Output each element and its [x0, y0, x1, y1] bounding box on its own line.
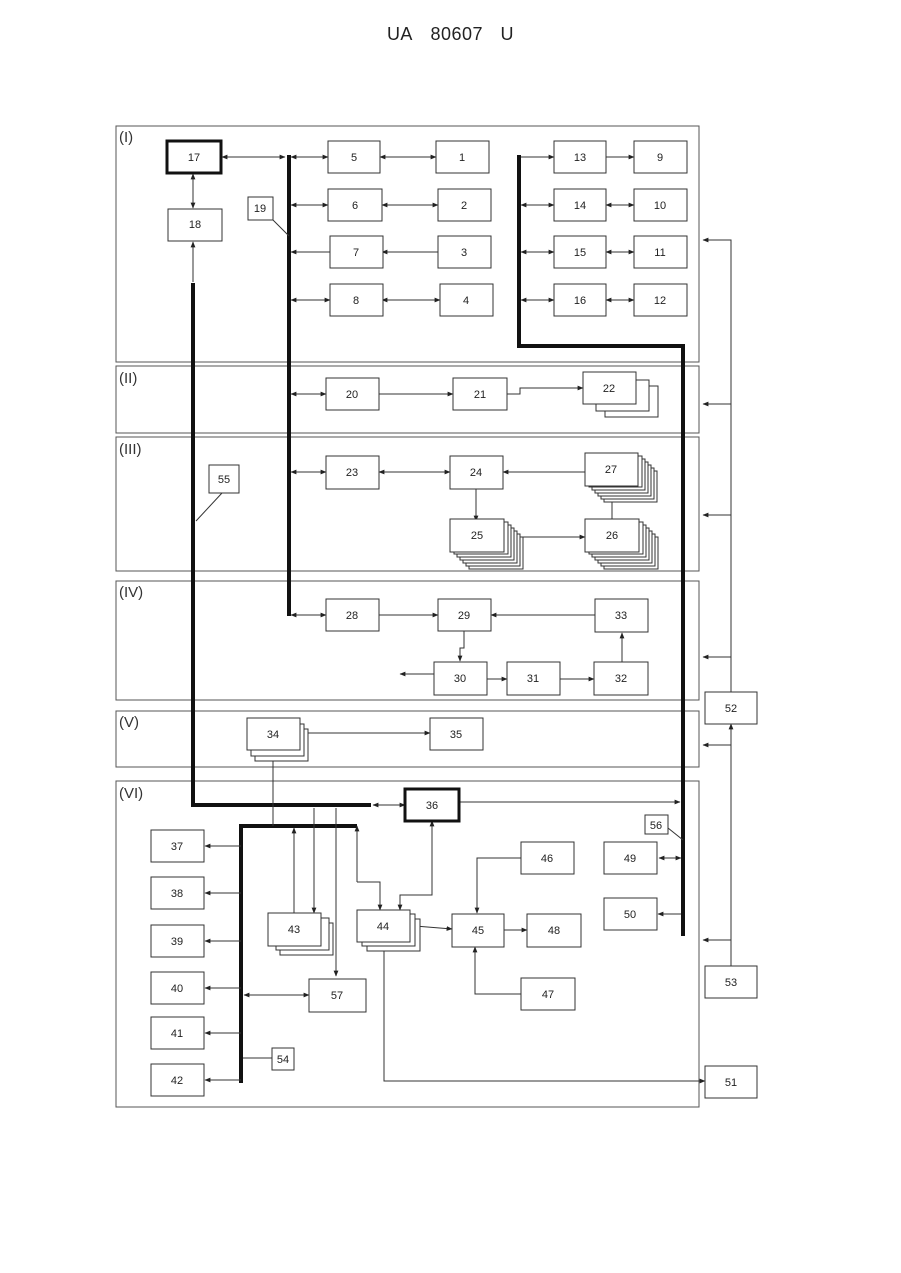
label-31: 31	[527, 673, 539, 685]
label-46: 46	[541, 853, 553, 865]
label-34: 34	[267, 729, 279, 741]
label-19: 19	[254, 203, 266, 215]
label-39: 39	[171, 936, 183, 948]
label-57: 57	[331, 990, 343, 1002]
label-25: 25	[471, 530, 483, 542]
label-29: 29	[458, 610, 470, 622]
label-41: 41	[171, 1028, 183, 1040]
label-2: 2	[461, 200, 467, 212]
label-11: 11	[654, 247, 665, 259]
label-45: 45	[472, 925, 484, 937]
label-32: 32	[615, 673, 627, 685]
label-1: 1	[459, 152, 465, 164]
label-40: 40	[171, 983, 183, 995]
label-23: 23	[346, 467, 358, 479]
label-5: 5	[351, 152, 357, 164]
label-27: 27	[605, 464, 617, 476]
label-51: 51	[725, 1077, 737, 1089]
label-15: 15	[574, 247, 586, 259]
label-18: 18	[189, 219, 201, 231]
label-16: 16	[574, 295, 586, 307]
section-label-1: (I)	[119, 129, 133, 146]
label-35: 35	[450, 729, 462, 741]
label-12: 12	[654, 295, 666, 307]
label-20: 20	[346, 389, 358, 401]
label-50: 50	[624, 909, 636, 921]
label-22: 22	[603, 383, 615, 395]
label-42: 42	[171, 1075, 183, 1087]
label-26: 26	[606, 530, 618, 542]
label-48: 48	[548, 925, 560, 937]
label-52: 52	[725, 703, 737, 715]
label-30: 30	[454, 673, 466, 685]
label-4: 4	[463, 295, 469, 307]
label-47: 47	[542, 989, 554, 1001]
label-44: 44	[377, 921, 389, 933]
section-label-6: (VI)	[119, 785, 143, 802]
section-5-frame	[116, 711, 699, 767]
section-label-5: (V)	[119, 714, 139, 731]
label-8: 8	[353, 295, 359, 307]
label-53: 53	[725, 977, 737, 989]
section-label-3: (III)	[119, 441, 142, 458]
label-9: 9	[657, 152, 663, 164]
label-56: 56	[650, 820, 662, 832]
label-10: 10	[654, 200, 666, 212]
label-7: 7	[353, 247, 359, 259]
label-21: 21	[474, 389, 486, 401]
label-55: 55	[218, 474, 230, 486]
label-36: 36	[426, 800, 438, 812]
label-38: 38	[171, 888, 183, 900]
label-24: 24	[470, 467, 482, 479]
section-label-2: (II)	[119, 370, 137, 387]
section-labels: (I) (II) (III) (IV) (V) (VI)	[119, 129, 143, 802]
label-33: 33	[615, 610, 627, 622]
label-43: 43	[288, 924, 300, 936]
label-54: 54	[277, 1054, 289, 1066]
label-6: 6	[352, 200, 358, 212]
label-13: 13	[574, 152, 586, 164]
label-49: 49	[624, 853, 636, 865]
label-14: 14	[574, 200, 586, 212]
section-label-4: (IV)	[119, 584, 143, 601]
label-37: 37	[171, 841, 183, 853]
label-3: 3	[461, 247, 467, 259]
label-17: 17	[188, 152, 200, 164]
label-28: 28	[346, 610, 358, 622]
